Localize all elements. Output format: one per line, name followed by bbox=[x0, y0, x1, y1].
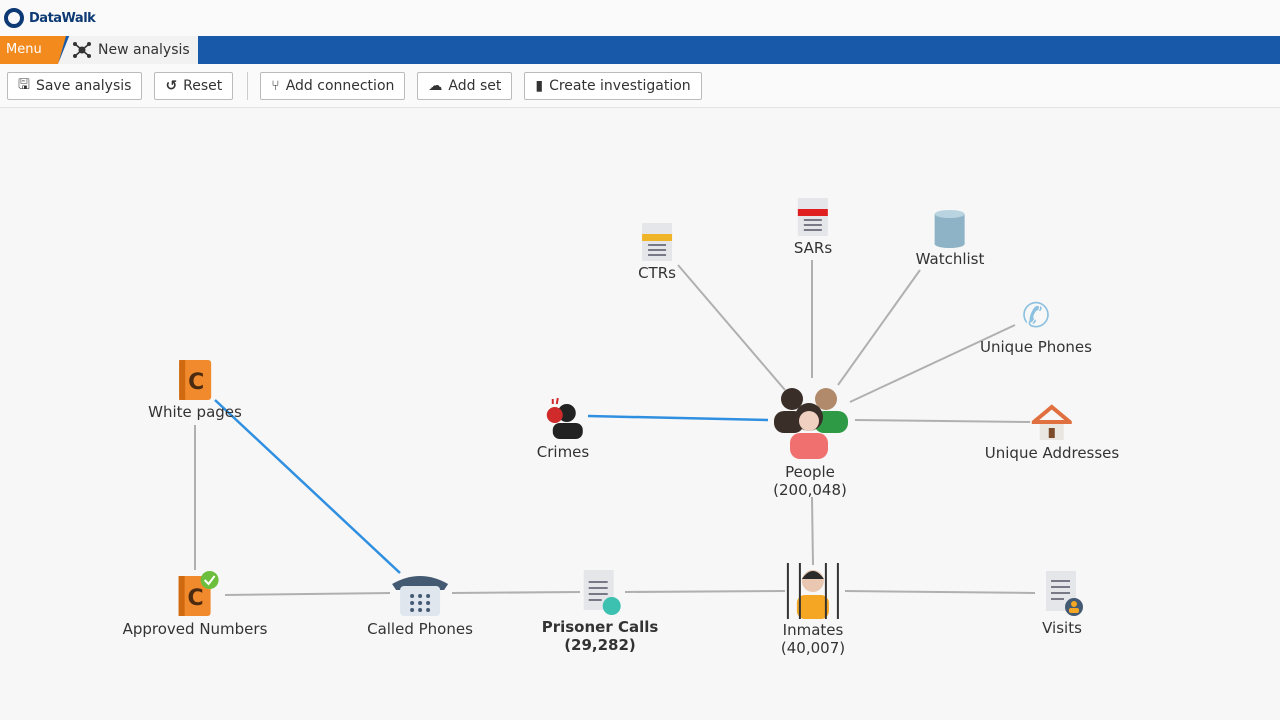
graph-icon bbox=[73, 42, 91, 58]
save-analysis-button[interactable]: 🖫 Save analysis bbox=[7, 71, 143, 100]
document-icon bbox=[642, 223, 672, 261]
node-label: CTRs bbox=[638, 264, 676, 282]
node-label: Prisoner Calls bbox=[541, 618, 659, 636]
node-label: Crimes bbox=[536, 443, 590, 461]
create-investigation-button[interactable]: ▮ Create investigation bbox=[524, 71, 702, 100]
database-icon bbox=[934, 210, 965, 248]
node-white-pages[interactable]: C White pages bbox=[148, 359, 242, 421]
people-group-icon bbox=[774, 388, 848, 459]
node-count: (29,282) bbox=[564, 636, 636, 654]
create-investigation-label: Create investigation bbox=[549, 77, 691, 94]
save-label: Save analysis bbox=[35, 77, 132, 94]
analysis-canvas[interactable]: CTRs SARs Watchlist ✆ Unique Phones Uniq… bbox=[0, 108, 1280, 720]
edge-crimes-people bbox=[587, 414, 769, 422]
node-label: Watchlist bbox=[915, 250, 985, 268]
node-prisoner-calls[interactable]: Prisoner Calls (29,282) bbox=[541, 568, 659, 654]
svg-text:C: C bbox=[188, 586, 204, 611]
edge-approved-called bbox=[224, 592, 391, 596]
app-header: DataWalk bbox=[0, 0, 1280, 36]
toolbar: 🖫 Save analysis ↺ Reset ⑂ Add connection ☁ A… bbox=[0, 64, 1280, 108]
crime-icon bbox=[547, 397, 583, 439]
phonebook-check-icon: C bbox=[178, 571, 219, 616]
edge-watchlist-people bbox=[837, 269, 921, 386]
reset-label: Reset bbox=[183, 77, 223, 94]
node-inmates[interactable]: Inmates (40,007) bbox=[781, 563, 845, 657]
edge-people-inmates bbox=[811, 496, 814, 566]
toolbar-divider bbox=[247, 71, 249, 100]
add-connection-button[interactable]: ⑂ Add connection bbox=[260, 71, 406, 100]
node-label: Visits bbox=[1042, 619, 1082, 637]
add-connection-label: Add connection bbox=[285, 77, 395, 94]
node-watchlist[interactable]: Watchlist bbox=[915, 208, 985, 268]
node-label: Called Phones bbox=[367, 620, 473, 638]
node-label: Unique Addresses bbox=[984, 444, 1120, 462]
node-ctrs[interactable]: CTRs bbox=[638, 222, 676, 282]
edge-whitepages-called bbox=[214, 399, 401, 574]
node-label: SARs bbox=[793, 239, 833, 257]
edge-phones-people bbox=[849, 324, 1016, 403]
node-count: (200,048) bbox=[773, 481, 847, 499]
house-icon bbox=[1032, 404, 1072, 440]
briefcase-icon: ▮ bbox=[535, 77, 544, 94]
node-crimes[interactable]: Crimes bbox=[537, 395, 589, 461]
edge-inmates-visits bbox=[844, 590, 1036, 594]
desk-phone-icon bbox=[392, 576, 448, 616]
add-connection-icon: ⑂ bbox=[271, 77, 280, 94]
node-unique-phones[interactable]: ✆ Unique Phones bbox=[980, 296, 1092, 356]
tab-label: New analysis bbox=[98, 42, 190, 58]
brand-name: DataWalk bbox=[29, 10, 96, 26]
node-label: Unique Phones bbox=[980, 338, 1092, 356]
node-people[interactable]: People (200,048) bbox=[768, 381, 852, 499]
datawalk-logo-icon bbox=[4, 8, 24, 28]
add-set-button[interactable]: ☁ Add set bbox=[417, 71, 513, 100]
node-unique-addresses[interactable]: Unique Addresses bbox=[985, 404, 1119, 462]
node-sars[interactable]: SARs bbox=[794, 197, 832, 257]
phone-handset-icon: ✆ bbox=[1021, 296, 1051, 336]
menu-button[interactable]: Menu bbox=[0, 36, 66, 64]
edge-prisoner-inmates bbox=[624, 590, 786, 593]
reset-icon: ↺ bbox=[165, 77, 178, 94]
tab-new-analysis[interactable]: New analysis bbox=[58, 36, 198, 64]
call-log-icon bbox=[584, 570, 621, 615]
node-label: Inmates bbox=[782, 621, 844, 639]
reset-button[interactable]: ↺ Reset bbox=[154, 71, 234, 100]
node-count: (40,007) bbox=[780, 639, 846, 657]
phonebook-icon: C bbox=[178, 360, 211, 400]
inmate-icon bbox=[786, 563, 839, 619]
node-called-phones[interactable]: Called Phones bbox=[367, 570, 473, 638]
edges bbox=[194, 260, 1036, 596]
node-label: Approved Numbers bbox=[122, 620, 268, 638]
cloud-upload-icon: ☁ bbox=[428, 77, 443, 94]
edge-addresses-people bbox=[854, 419, 1031, 423]
svg-text:C: C bbox=[188, 370, 204, 395]
edge-called-prisoner bbox=[451, 591, 581, 594]
node-visits[interactable]: Visits bbox=[1040, 569, 1084, 637]
add-set-label: Add set bbox=[448, 77, 502, 94]
edge-ctrs-people bbox=[677, 264, 786, 391]
document-icon bbox=[798, 198, 828, 236]
nav-bar: Menu New analysis bbox=[0, 36, 1280, 64]
save-icon: 🖫 bbox=[18, 76, 30, 93]
node-label: People bbox=[785, 463, 835, 481]
visit-log-icon bbox=[1046, 571, 1083, 616]
node-approved-numbers[interactable]: C Approved Numbers bbox=[122, 570, 268, 638]
node-label: White pages bbox=[148, 403, 242, 421]
